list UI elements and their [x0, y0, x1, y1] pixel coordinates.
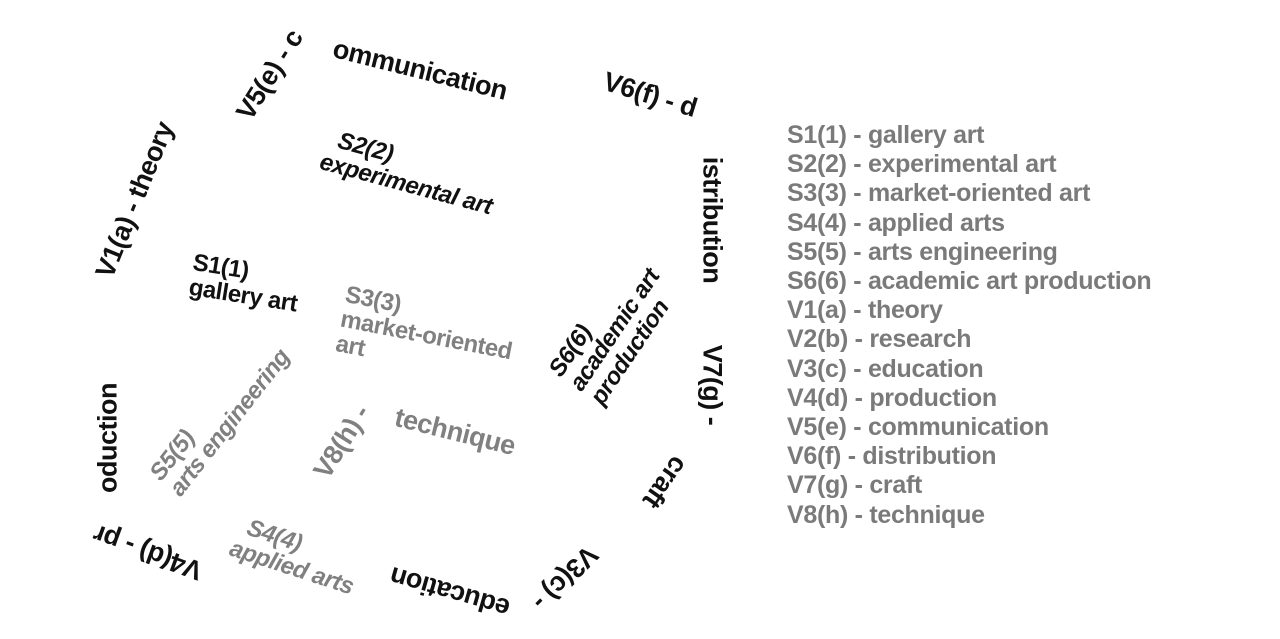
legend-item: S6(6) - academic art production	[787, 267, 1152, 296]
edge-v3-part1: V3(c) -	[526, 539, 604, 617]
legend-item: V6(f) - distribution	[787, 442, 997, 471]
edge-v4-part2: oduction	[92, 383, 123, 493]
section-s5: S5(5) arts engineering	[144, 329, 295, 501]
legend-item: S4(4) - applied arts	[787, 208, 1005, 237]
legend-item: V5(e) - communication	[787, 413, 1049, 442]
legend-item: S1(1) - gallery art	[787, 121, 985, 149]
legend-item: S3(3) - market-oriented art	[787, 179, 1091, 208]
section-s2: S2(2) experimental art	[317, 125, 501, 220]
edge-v6-part2: istribution	[697, 156, 728, 284]
legend: S1(1) - gallery art S2(2) - experimental…	[787, 121, 1152, 530]
legend-item: V2(b) - research	[787, 325, 972, 354]
edge-v3-part2: education	[386, 561, 514, 624]
edge-v8-part2: technique	[391, 402, 519, 461]
edge-v1-theory: V1(a) - theory	[89, 117, 180, 283]
edge-v7-part1: V7(g) -	[697, 344, 728, 426]
legend-item: S2(2) - experimental art	[787, 150, 1057, 179]
legend-item: V8(h) - technique	[787, 500, 985, 529]
section-s6: S6(6) academic art production	[543, 251, 685, 410]
legend-item: V4(d) - production	[787, 383, 997, 412]
section-s1: S1(1) gallery art	[187, 249, 303, 318]
section-s4: S4(4) applied arts	[226, 512, 364, 600]
edge-v5-part2: ommunication	[329, 33, 511, 106]
legend-item: V1(a) - theory	[787, 296, 943, 325]
legend-item: V7(g) - craft	[787, 471, 923, 500]
legend-item: V3(c) - education	[787, 354, 984, 383]
edge-v7-part2: craft	[637, 450, 694, 514]
section-s3: S3(3) market-oriented art	[333, 281, 545, 394]
edge-v8-part1: V8(h) -	[307, 399, 376, 484]
edge-v6-part1: V6(f) - d	[599, 66, 701, 123]
legend-item: S5(5) - arts engineering	[787, 237, 1058, 266]
edge-v5-part1: V5(e) - c	[230, 24, 309, 126]
edge-v4-part1: V4(d) - pr	[89, 518, 207, 586]
